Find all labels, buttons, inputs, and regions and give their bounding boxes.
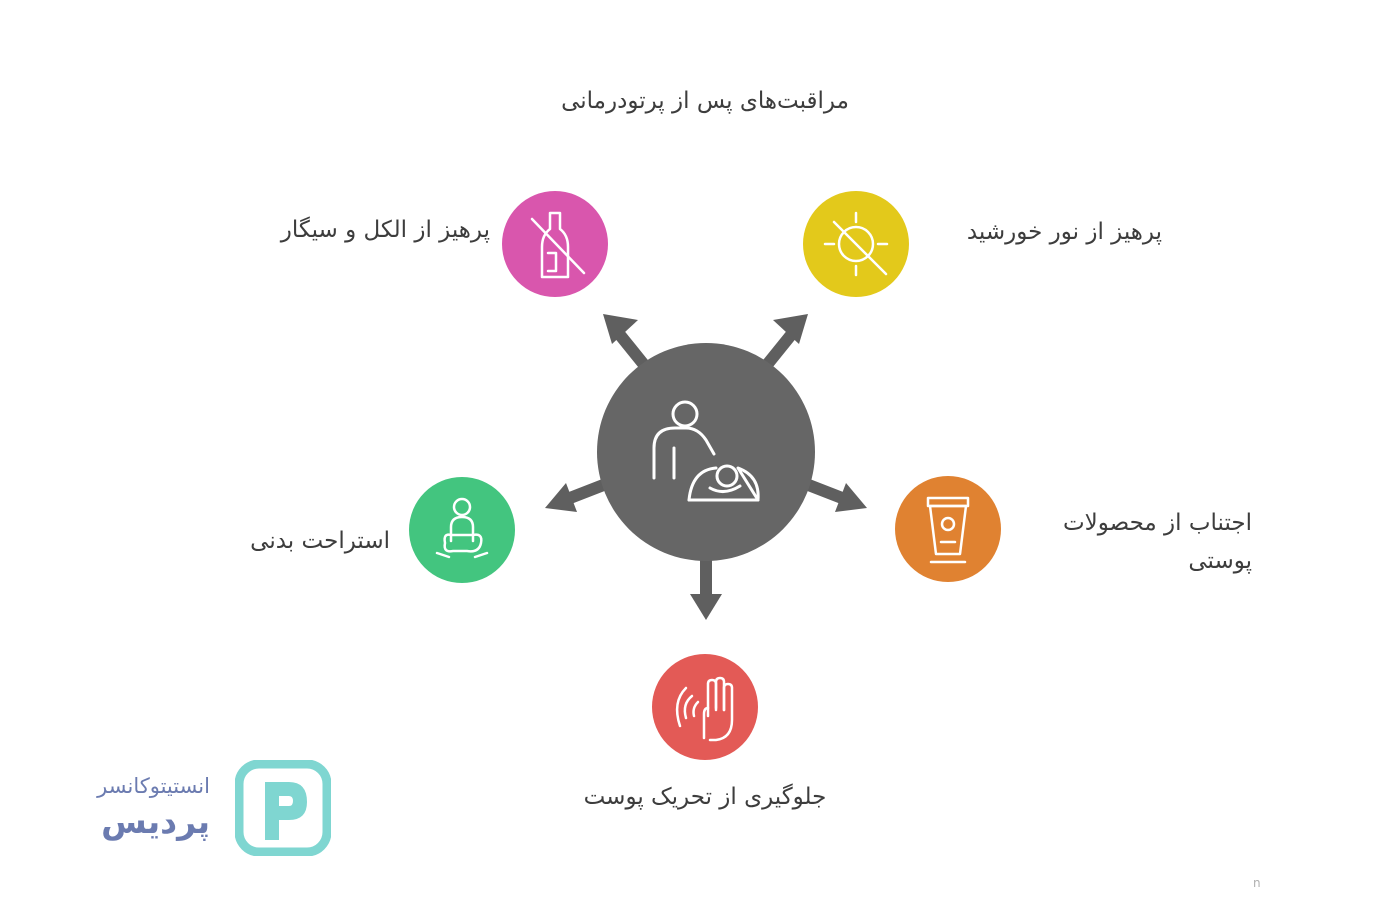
node-rest (409, 477, 515, 583)
node-irritation (652, 654, 758, 760)
footnote: n (1253, 876, 1261, 890)
arrowhead-skincare (835, 483, 867, 512)
no-sun-icon (823, 211, 889, 277)
caregiver-patient-icon (652, 400, 760, 502)
pardis-logo: انستیتوکانسر پردیس (60, 760, 340, 860)
logo-name: پردیس (101, 802, 210, 841)
arrowhead-sun (773, 314, 808, 344)
label-skincare: اجتناب از محصولات پوستی (1062, 510, 1252, 574)
node-alcohol (502, 191, 608, 297)
arrow-to-alcohol (615, 331, 650, 370)
no-bottle-icon (530, 211, 586, 279)
arrow-to-sun (761, 331, 796, 370)
cream-tube-icon (926, 496, 970, 564)
diagram-title: مراقبت‌های پس از پرتودرمانی (561, 88, 849, 114)
label-rest: استراحت بدنی (250, 528, 390, 554)
node-skincare (895, 476, 1001, 582)
arrowhead-irritation (690, 594, 722, 620)
center-hub (597, 343, 815, 561)
pardis-p-logo-icon (235, 760, 331, 856)
arrow-to-skincare (803, 478, 845, 504)
label-irritation: جلوگیری از تحریک پوست (583, 784, 827, 810)
label-sun: پرهیز از نور خورشید (966, 219, 1162, 245)
arrow-to-rest (567, 478, 609, 504)
label-alcohol: پرهیز از الکل و سیگار (280, 217, 490, 243)
hand-touch-icon (675, 676, 734, 742)
logo-subtitle: انستیتوکانسر (97, 774, 210, 798)
arrowhead-rest (545, 483, 577, 512)
node-sun (803, 191, 909, 297)
resting-person-icon (435, 497, 489, 559)
arrowhead-alcohol (603, 314, 638, 344)
